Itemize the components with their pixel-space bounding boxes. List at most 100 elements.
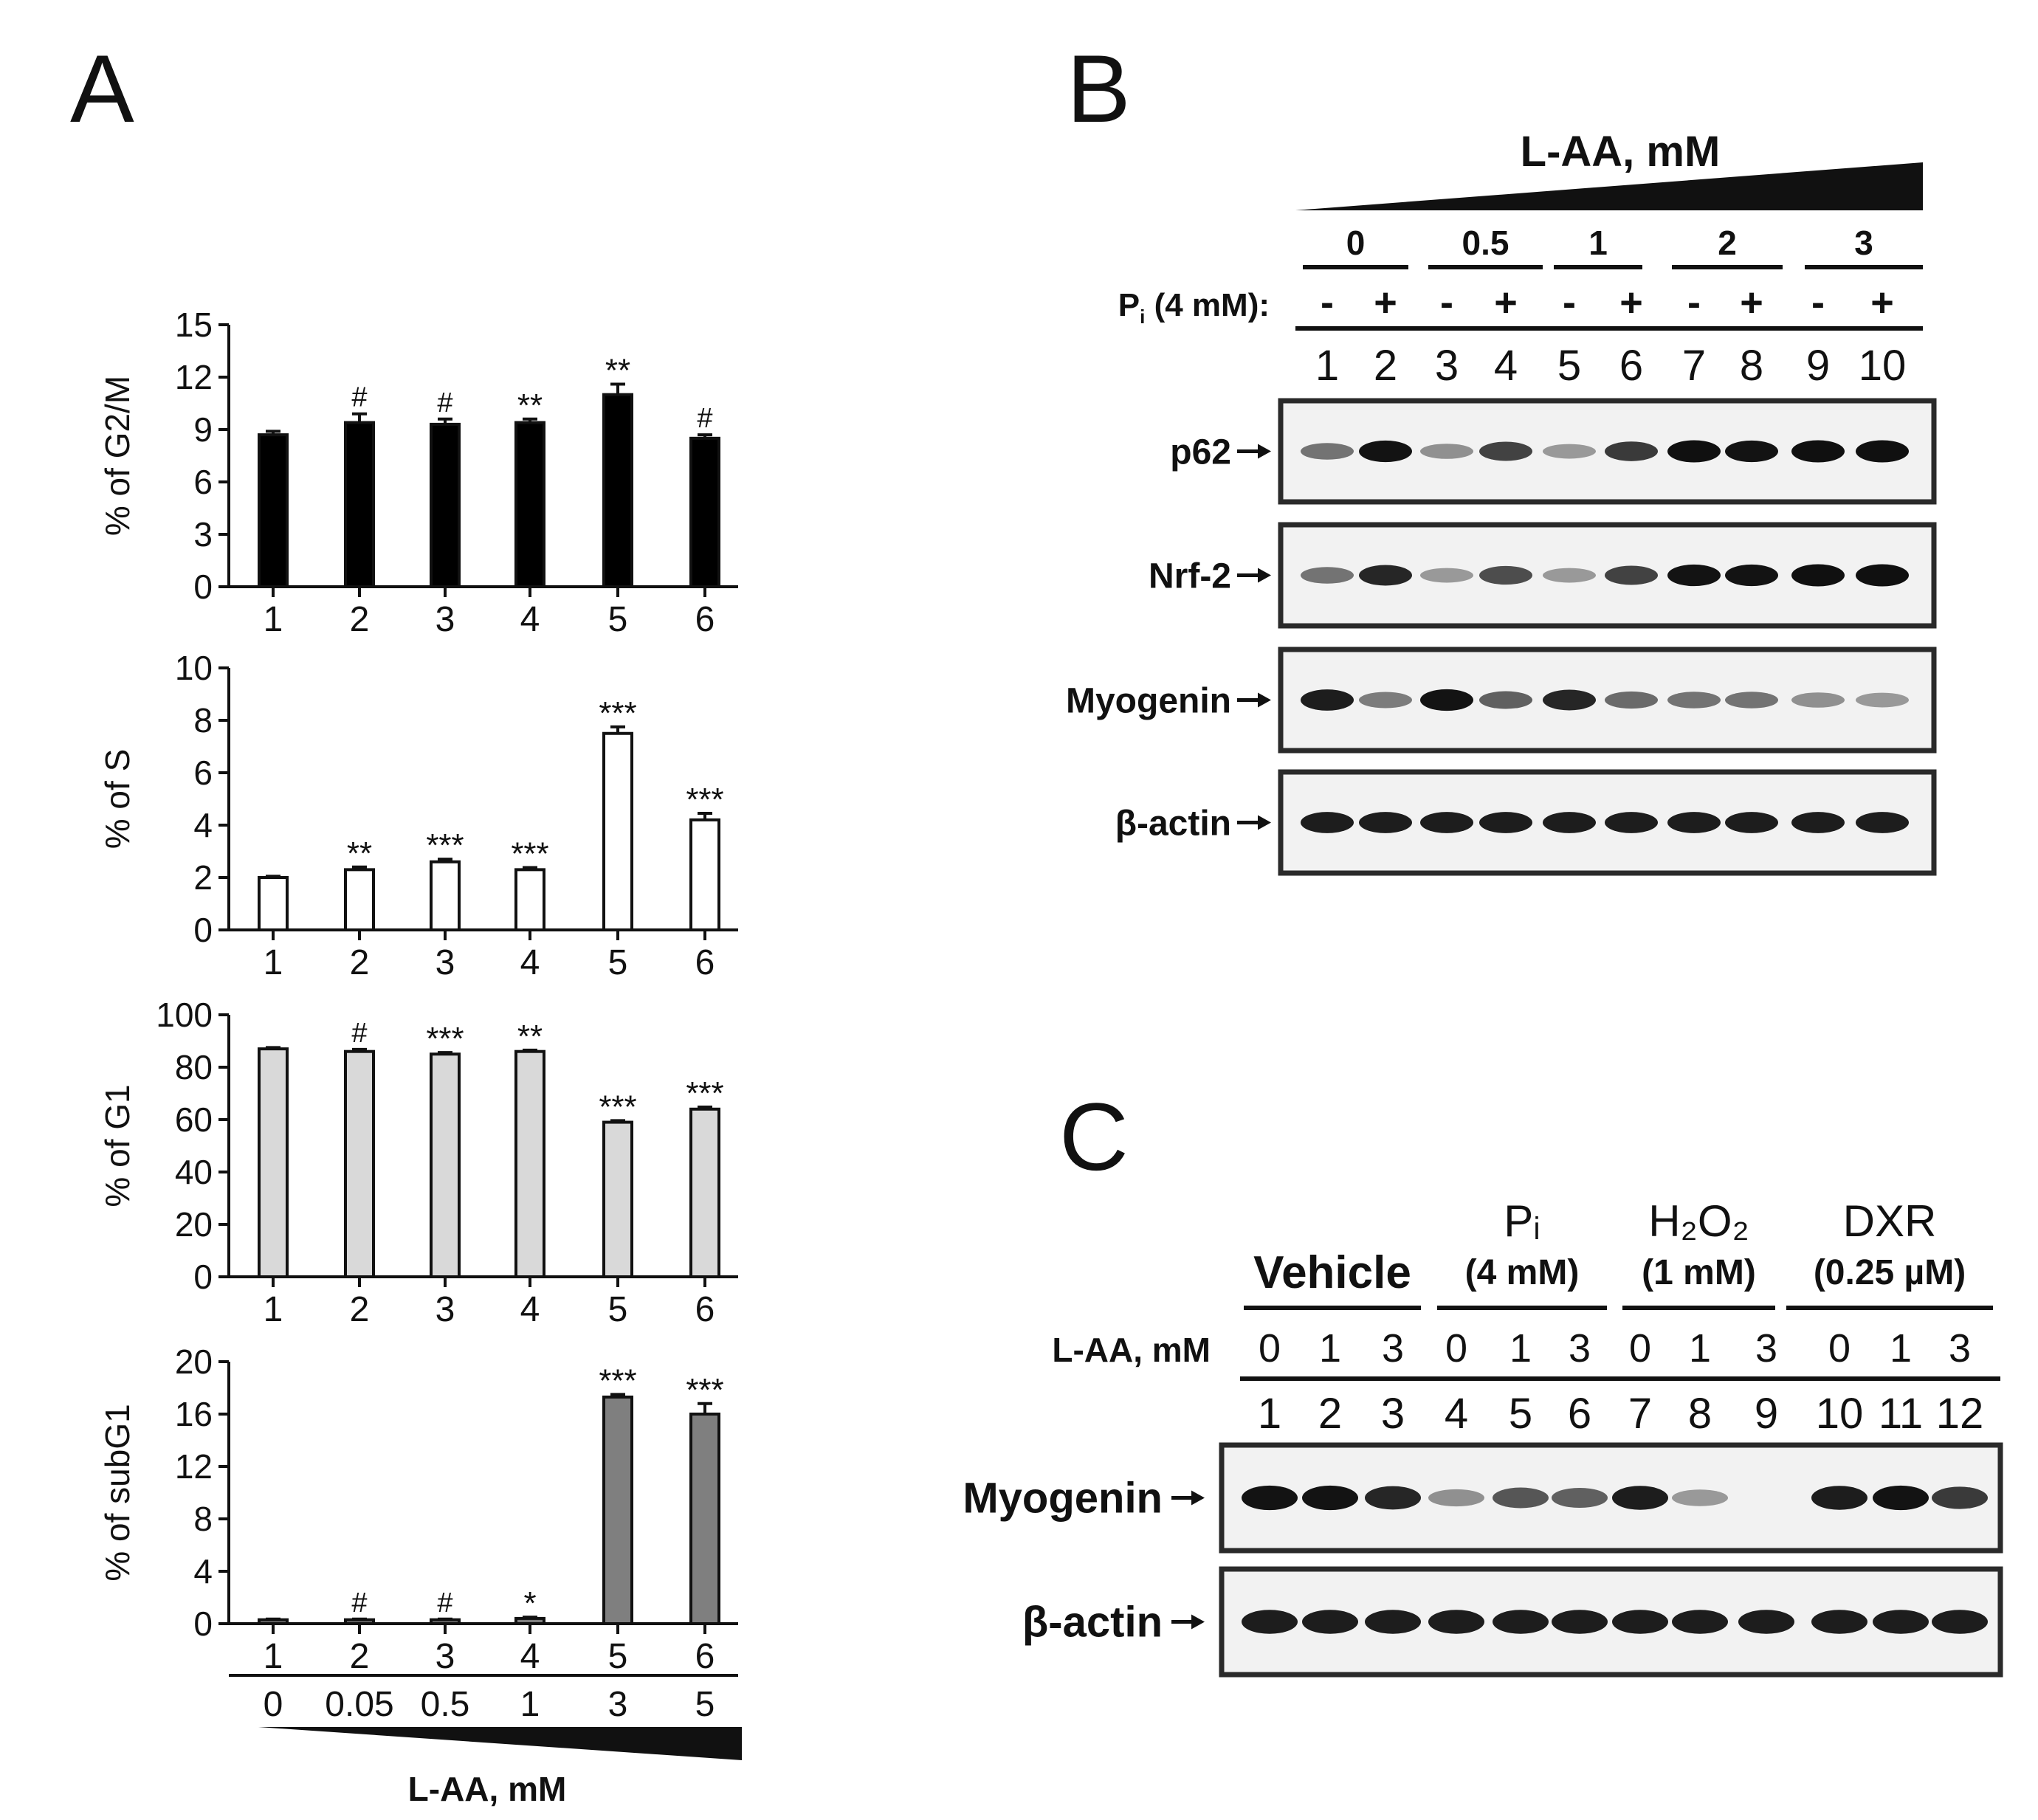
bar [514,1049,545,1278]
y-axis-label: % of subG1 [98,1404,137,1581]
band [1667,440,1721,463]
y-tick-label: 10 [175,649,213,687]
lane-number: 10 [1816,1390,1864,1438]
significance-marker: ** [517,1018,543,1055]
band [1605,565,1658,585]
y-tick-label: 12 [175,1447,213,1486]
band [1301,812,1354,833]
pi-sign: - [1563,280,1576,325]
lane-number: 9 [1755,1390,1778,1438]
lane-number: 3 [1381,1390,1405,1438]
band [1856,440,1909,463]
band [1428,1610,1484,1634]
y-axis-label: % of G2/M [98,376,137,536]
y-tick-label: 40 [175,1153,213,1191]
x-tick-label: 4 [520,600,540,639]
band [1612,1486,1668,1510]
significance-marker: *** [426,827,464,864]
y-tick-label: 8 [193,1500,213,1538]
lane-number: 11 [1879,1390,1923,1438]
band [1672,1610,1728,1634]
panel-b-concentration-wedge [1295,162,1923,210]
panel-c-letter: C [1059,1083,1129,1190]
lane-number: 6 [1619,342,1643,390]
band [1725,812,1778,833]
band [1543,689,1596,711]
band [1667,692,1721,709]
x-tick-label: 6 [695,1290,715,1329]
group-subtitle: (0.25 µM) [1814,1253,1966,1292]
band [1932,1610,1988,1634]
x-tick-label: 6 [695,1637,715,1676]
x-tick-label: 1 [264,1637,283,1676]
x-tick-label: 3 [436,1637,455,1676]
significance-marker: *** [686,1372,723,1408]
protein-label: p62 [1170,433,1231,472]
x-tick-label: 5 [608,1637,628,1676]
y-tick-label: 9 [193,410,213,449]
concentration-value: 0.5 [421,1685,470,1724]
band [1791,564,1845,587]
x-tick-label: 1 [264,600,283,639]
band [1479,812,1532,833]
significance-marker: *** [599,1089,636,1125]
band [1428,1489,1484,1507]
band [1479,691,1532,709]
lane-number: 7 [1682,342,1706,390]
pi-sign: - [1321,280,1334,325]
band [1738,1610,1794,1634]
band [1301,689,1354,711]
protein-label: β-actin [1115,804,1231,844]
x-tick-label: 2 [350,943,370,982]
significance-marker: # [351,1588,367,1619]
bar [258,1047,289,1279]
y-tick-label: 8 [193,701,213,740]
band [1359,812,1412,833]
y-tick-label: 80 [175,1048,213,1086]
group-title: Vehicle [1253,1247,1411,1298]
band [1605,441,1658,461]
pi-sign: + [1740,280,1763,325]
lane-number: 2 [1318,1390,1342,1438]
significance-marker: *** [599,1362,636,1399]
x-tick-label: 1 [264,1290,283,1329]
group-title: Pᵢ [1504,1196,1540,1246]
pi-sign: - [1687,280,1701,325]
panel-b-concentration-title: L-AA, mM [1521,128,1721,176]
band [1552,1610,1608,1634]
band [1873,1610,1929,1634]
band [1932,1486,1988,1509]
band [1856,692,1909,708]
y-tick-label: 100 [156,996,213,1034]
band [1420,444,1473,459]
blot-1 [1278,398,1937,505]
pi-sign: + [1374,280,1397,325]
pi-sign: + [1494,280,1518,325]
y-tick-label: 12 [175,358,213,396]
panel-a-concentration-title: L-AA, mM [408,1770,567,1808]
x-tick-label: 2 [350,1290,370,1329]
y-tick-label: 0 [193,568,213,606]
concentration-value: 0 [1259,1326,1281,1371]
x-tick-label: 1 [264,943,283,982]
y-tick-label: 0 [193,1258,213,1296]
significance-marker: *** [686,782,723,818]
concentration-value: 1 [520,1685,540,1724]
significance-marker: # [437,387,452,418]
band [1242,1485,1298,1511]
bar [430,422,461,589]
lane-number: 10 [1859,342,1907,390]
pi-sign: - [1811,280,1825,325]
significance-marker: *** [511,836,548,872]
y-tick-label: 0 [193,911,213,949]
significance-marker: ** [517,387,543,424]
band [1791,812,1845,833]
y-tick-label: 4 [193,806,213,844]
significance-marker: *** [426,1021,464,1057]
band [1365,1486,1421,1510]
x-tick-label: 5 [608,1290,628,1329]
